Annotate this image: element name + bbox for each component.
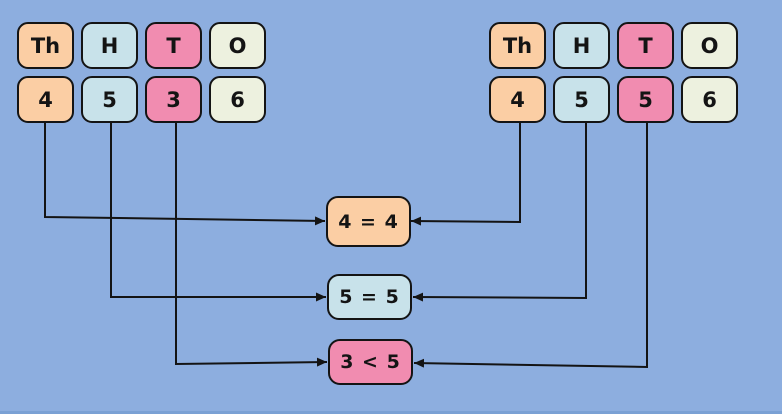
right-digit-row: 4 5 5 6: [489, 76, 738, 123]
bottom-edge-strip: [0, 411, 782, 414]
left-digit-ones: 6: [209, 76, 266, 123]
right-digit-hundreds: 5: [553, 76, 610, 123]
left-place-label-tens: T: [145, 22, 202, 69]
arrow-right-hundreds: [412, 123, 587, 302]
right-place-label-thousands: Th: [489, 22, 546, 69]
left-digit-row: 4 5 3 6: [17, 76, 266, 123]
left-digit-hundreds: 5: [81, 76, 138, 123]
arrow-left-hundreds: [110, 123, 326, 302]
right-digit-thousands: 4: [489, 76, 546, 123]
right-place-label-row: Th H T O: [489, 22, 738, 69]
arrow-right-thousands: [410, 123, 521, 226]
right-place-label-tens: T: [617, 22, 674, 69]
right-digit-ones: 6: [681, 76, 738, 123]
arrow-left-tens: [175, 123, 328, 367]
comparison-box-tens: 3 < 5: [328, 339, 413, 385]
left-digit-thousands: 4: [17, 76, 74, 123]
arrow-right-tens: [413, 123, 648, 369]
arrow-left-thousands: [44, 123, 326, 226]
right-place-label-hundreds: H: [553, 22, 610, 69]
left-place-label-thousands: Th: [17, 22, 74, 69]
right-place-label-ones: O: [681, 22, 738, 69]
comparison-box-hundreds: 5 = 5: [327, 274, 412, 320]
left-number-group: Th H T O 4 5 3 6: [17, 22, 266, 123]
left-digit-tens: 3: [145, 76, 202, 123]
comparison-box-thousands: 4 = 4: [326, 196, 411, 247]
right-digit-tens: 5: [617, 76, 674, 123]
left-place-label-ones: O: [209, 22, 266, 69]
left-place-label-hundreds: H: [81, 22, 138, 69]
left-place-label-row: Th H T O: [17, 22, 266, 69]
right-number-group: Th H T O 4 5 5 6: [489, 22, 738, 123]
